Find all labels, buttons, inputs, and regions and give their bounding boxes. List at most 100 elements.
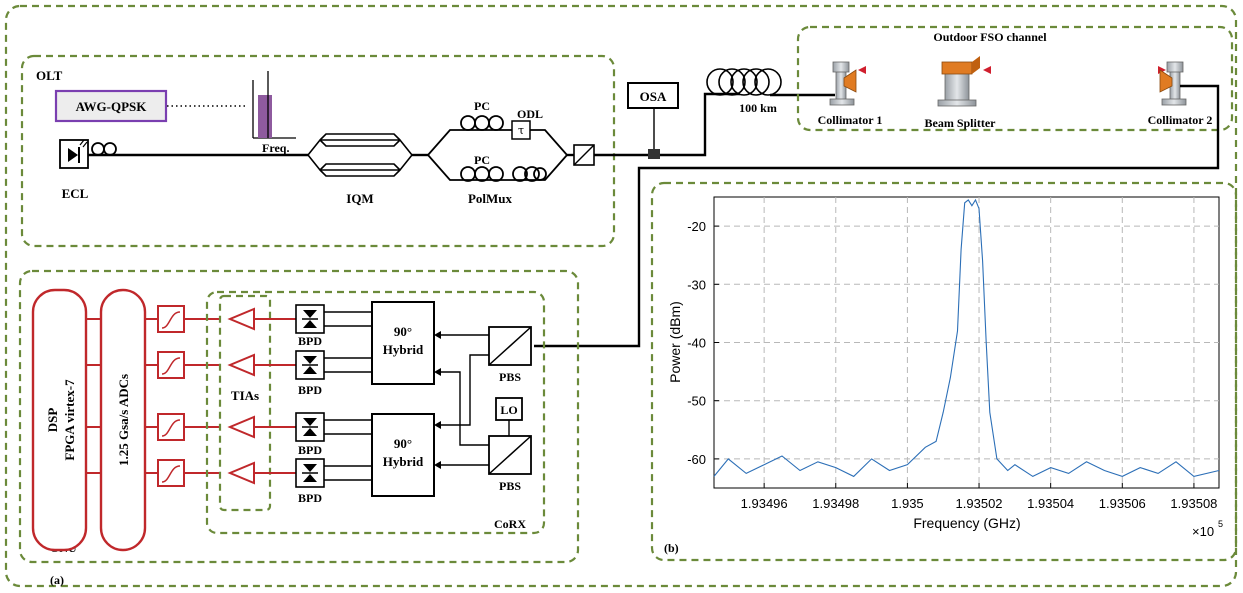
olt-frame bbox=[20, 54, 616, 248]
bpd-icon bbox=[295, 458, 325, 488]
pc-bottom-icon bbox=[460, 166, 547, 182]
x-tick-label: 1.93508 bbox=[1170, 496, 1217, 511]
tia-frame bbox=[218, 294, 272, 512]
bpd-icon bbox=[295, 350, 325, 380]
filter-icon bbox=[145, 413, 220, 441]
arrow-icon bbox=[434, 421, 441, 429]
dsp-fpga-label: FPGA virtex-7 bbox=[62, 379, 77, 461]
hybrid-bottom-deg: 90° bbox=[394, 436, 412, 451]
arrow-heads bbox=[434, 331, 441, 469]
x-multiplier-label: ×10 bbox=[1192, 524, 1214, 539]
hybrid-bottom-box bbox=[371, 413, 435, 497]
x-tick-label: 1.935 bbox=[891, 496, 924, 511]
y-axis-label: Power (dBm) bbox=[667, 301, 683, 383]
tia-bpd-links bbox=[254, 318, 296, 474]
dsp-block bbox=[31, 288, 88, 552]
corx-label: CoRX bbox=[494, 517, 526, 531]
dsp-adc-links bbox=[86, 318, 101, 474]
bpd-label: BPD bbox=[298, 491, 322, 505]
outer-frame bbox=[4, 4, 1238, 588]
pbs-top-label: PBS bbox=[499, 370, 521, 384]
lowpass-filters bbox=[145, 305, 220, 487]
y-tick-labels: -60-50-40-30-20 bbox=[687, 219, 706, 467]
collimator-2-label: Collimator 2 bbox=[1148, 113, 1213, 127]
odl-label: ODL bbox=[517, 107, 543, 121]
tia-amplifier-icon bbox=[227, 307, 255, 331]
beam-splitter-icon bbox=[937, 56, 980, 107]
bpd-icon bbox=[295, 304, 325, 334]
pbs-bottom-label: PBS bbox=[499, 479, 521, 493]
x-multiplier-exp: 5 bbox=[1218, 519, 1223, 529]
beam-right-arrow-icon-a bbox=[983, 66, 991, 74]
tia-amplifier-icon bbox=[227, 415, 255, 439]
tap-coupler bbox=[648, 149, 660, 159]
y-tick-label: -30 bbox=[687, 277, 706, 292]
iqm-label: IQM bbox=[346, 191, 373, 206]
pbc-combiner-icon bbox=[573, 144, 595, 166]
beam-splitter-label: Beam Splitter bbox=[925, 116, 997, 130]
plot-ticks bbox=[714, 225, 1195, 488]
wire-fso-to-onu bbox=[534, 84, 1220, 348]
bpd-icon bbox=[295, 412, 325, 442]
bpd-label: BPD bbox=[298, 443, 322, 457]
fso-title: Outdoor FSO channel bbox=[933, 30, 1047, 44]
bpd-label: BPD bbox=[298, 383, 322, 397]
collimator-1-icon bbox=[829, 61, 857, 106]
tia-amplifier-icon bbox=[227, 353, 255, 377]
x-tick-label: 1.93496 bbox=[741, 496, 788, 511]
spectrum-bar bbox=[258, 95, 272, 138]
bpd-label: BPD bbox=[298, 334, 322, 348]
fiber-length-label: 100 km bbox=[739, 101, 777, 115]
bpd-group: BPD BPD BPD BPD bbox=[295, 304, 325, 505]
spectrum-trace bbox=[713, 198, 1220, 478]
hybrid-bottom-label: Hybrid bbox=[383, 454, 424, 469]
awg-qpsk-box bbox=[54, 89, 168, 123]
figure-label-a: (a) bbox=[50, 573, 64, 587]
arrow-icon bbox=[434, 331, 441, 339]
freq-label: Freq. bbox=[262, 141, 289, 155]
plot-frame bbox=[650, 181, 1238, 562]
fiber-spool-icon bbox=[706, 68, 782, 96]
hybrid-top-box bbox=[371, 301, 435, 385]
osa-label: OSA bbox=[640, 89, 667, 104]
y-tick-label: -50 bbox=[687, 394, 706, 409]
pbs-top-icon bbox=[488, 326, 532, 366]
spectrum-panel: (b) 1.93496 1.93498 1.935 1.93502 1.93504 1.9… bbox=[650, 181, 1238, 562]
arrow-icon bbox=[434, 461, 441, 469]
figure-label-b: (b) bbox=[664, 541, 679, 555]
x-tick-label: 1.93502 bbox=[956, 496, 1003, 511]
lo-label: LO bbox=[500, 403, 517, 417]
pc-top-label: PC bbox=[474, 99, 490, 113]
y-tick-label: -60 bbox=[687, 452, 706, 467]
filter-icon bbox=[145, 459, 220, 487]
x-axis-label: Frequency (GHz) bbox=[913, 515, 1020, 531]
beam-left-arrow-icon bbox=[858, 66, 866, 74]
y-tick-label: -20 bbox=[687, 219, 706, 234]
dsp-label: DSP bbox=[45, 408, 60, 433]
tau-symbol: τ bbox=[518, 124, 524, 137]
bpd-hybrid-links bbox=[324, 311, 372, 481]
plot-grid bbox=[714, 197, 1219, 488]
osa-box bbox=[627, 82, 679, 109]
adc-block bbox=[99, 288, 147, 552]
x-tick-label: 1.93498 bbox=[812, 496, 859, 511]
x-tick-label: 1.93504 bbox=[1027, 496, 1074, 511]
filter-icon bbox=[145, 305, 220, 333]
onu-section: ONU DSP FPGA virtex-7 1.25 Gsa/s ADCs bbox=[18, 269, 580, 564]
pc-bottom-label: PC bbox=[474, 153, 490, 167]
adc-label: 1.25 Gsa/s ADCs bbox=[116, 374, 131, 466]
tia-amplifiers bbox=[227, 307, 255, 485]
pc-top-icon bbox=[460, 115, 504, 131]
collimator-1-label: Collimator 1 bbox=[818, 113, 883, 127]
fiber-coil-icon bbox=[91, 142, 117, 156]
olt-title: OLT bbox=[36, 68, 63, 83]
filter-icon bbox=[145, 351, 220, 379]
hybrid-top-deg: 90° bbox=[394, 324, 412, 339]
polmux-label: PolMux bbox=[468, 191, 513, 206]
olt-section: OLT AWG-QPSK Freq. ECL bbox=[20, 54, 616, 248]
iqm-modulator bbox=[307, 133, 413, 177]
arrow-icon bbox=[434, 368, 441, 376]
awg-qpsk-label: AWG-QPSK bbox=[76, 99, 148, 114]
